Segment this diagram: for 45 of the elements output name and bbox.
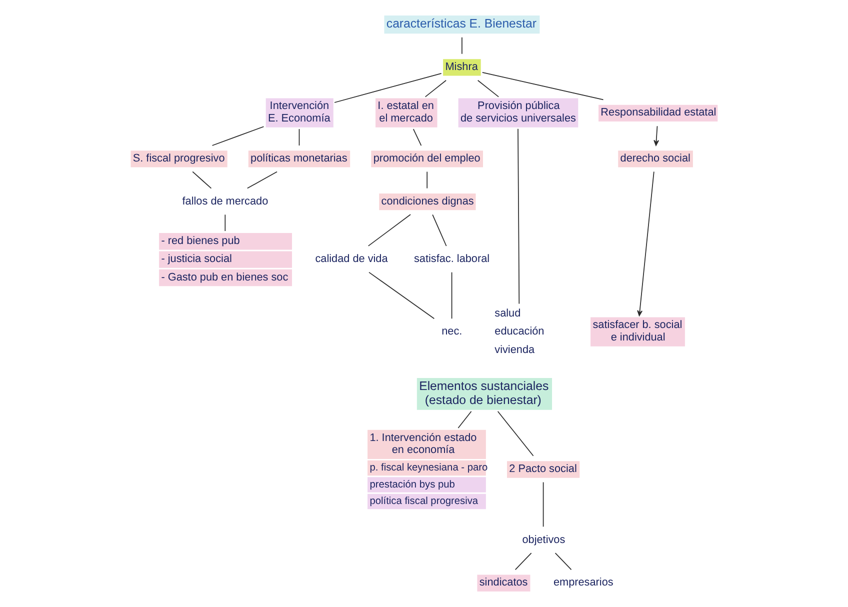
arrow: [654, 126, 660, 146]
node-box: derecho social: [618, 150, 693, 168]
node-box: Elementos sustanciales (estado de bienestar): [416, 378, 552, 410]
node-text: calidad de vida: [315, 253, 388, 266]
node-box: 2 Pacto social: [507, 461, 580, 478]
connector: [482, 72, 604, 100]
connector: [426, 171, 428, 189]
connector: [554, 552, 572, 570]
node-box: características E. Bienestar: [384, 16, 540, 34]
connector: [477, 80, 500, 98]
node-box: satisfacer b. social e individual: [590, 317, 685, 346]
node-box: S. fiscal progresivo: [130, 150, 228, 168]
connector: [451, 272, 452, 320]
connector: [192, 171, 212, 189]
node-text: fallos de mercado: [182, 195, 268, 208]
node-box: promoción del empleo: [371, 150, 484, 168]
connector: [514, 552, 532, 570]
node-text: empresarios: [553, 576, 614, 589]
node-text: nec.: [442, 326, 462, 338]
connector: [412, 128, 422, 146]
node-text: objetivos: [522, 534, 566, 546]
node-box: condiciones dignas: [379, 193, 476, 210]
connector: [224, 214, 226, 232]
node-box: políticas monetarias: [248, 150, 350, 168]
node-text: salud educación vivienda: [494, 308, 544, 356]
node-box: Provisión pública de servicios universales: [458, 98, 578, 128]
connector: [334, 72, 442, 103]
node-text: satisfac. laboral: [414, 253, 490, 266]
connector: [518, 128, 520, 304]
arrow: [637, 171, 654, 316]
connector: [298, 128, 300, 146]
node-box: Intervención E. Economía: [266, 98, 334, 128]
node-box: Responsabilidad estatal: [598, 104, 718, 122]
connector: [246, 171, 278, 189]
connector: [432, 214, 447, 246]
node-box: I. estatal en el mercado: [376, 98, 438, 128]
connector: [542, 482, 544, 528]
connector: [212, 126, 264, 146]
node-box: Mishra: [443, 59, 481, 76]
connector: [497, 410, 534, 456]
connector: [458, 410, 472, 428]
node-box: sindicatos: [477, 574, 530, 592]
connector: [368, 214, 411, 246]
connector: [368, 272, 435, 320]
connector: [424, 80, 446, 98]
